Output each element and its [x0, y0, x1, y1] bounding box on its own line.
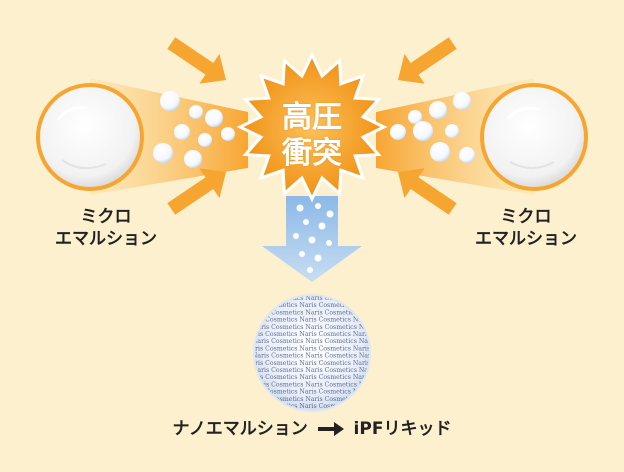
watermark-line: Naris Cosmetics Naris Cosmetics Naris Co… [252, 353, 410, 360]
watermark-line: Naris Cosmetics Naris Cosmetics Naris Co… [246, 403, 404, 410]
watermark-line: Naris Cosmetics Naris Cosmetics Naris Co… [246, 345, 404, 352]
watermark-line: Naris Cosmetics Naris Cosmetics Naris Co… [252, 396, 410, 403]
orange-arrows [167, 37, 457, 215]
nano-droplets-in-arrow [293, 203, 334, 273]
arrow-bottom-left [167, 168, 226, 215]
left-label-line-1: ミクロ [80, 207, 132, 227]
burst-line-1: 高圧 [282, 100, 342, 135]
watermark-line: Naris Cosmetics Naris Cosmetics Naris Co… [246, 360, 404, 367]
watermark-line: Naris Cosmetics Naris Cosmetics Naris Co… [252, 324, 410, 331]
caption-after: iPFリキッド [353, 419, 452, 439]
watermark-line: Naris Cosmetics Naris Cosmetics Naris Co… [252, 338, 410, 345]
arrow-bottom-right [398, 168, 457, 215]
left-droplets [153, 91, 235, 168]
watermark-line: Naris Cosmetics Naris Cosmetics Naris Co… [252, 367, 410, 374]
left-label: ミクロ エマルション [40, 206, 172, 250]
watermark-line: Naris Cosmetics Naris Cosmetics Naris Co… [252, 381, 410, 388]
caption-before: ナノエマルション [172, 419, 308, 439]
right-microemulsion-sphere [480, 83, 588, 191]
watermark-line: Naris Cosmetics Naris Cosmetics Naris Co… [246, 302, 404, 309]
burst-line-2: 衝突 [282, 136, 342, 171]
caption: ナノエマルション iPFリキッド [150, 414, 474, 439]
watermark-line: Naris Cosmetics Naris Cosmetics Naris Co… [252, 309, 410, 316]
watermark-line: Naris Cosmetics Naris Cosmetics Naris Co… [246, 331, 404, 338]
high-pressure-burst [236, 51, 388, 203]
right-arrow-icon [317, 422, 344, 436]
burst-label: 高圧 衝突 [262, 100, 362, 172]
watermark-line: Naris Cosmetics Naris Cosmetics Naris Co… [246, 389, 404, 396]
right-label-line-2: エマルション [475, 229, 577, 249]
watermark-line: Naris Cosmetics Naris Cosmetics Naris Co… [246, 374, 404, 381]
left-label-line-2: エマルション [55, 229, 157, 249]
watermark-line: Naris Cosmetics Naris Cosmetics Naris Co… [246, 317, 404, 324]
right-label-line-1: ミクロ [500, 207, 552, 227]
watermark-line: Naris Cosmetics Naris Cosmetics Naris Co… [252, 295, 410, 302]
right-label: ミクロ エマルション [460, 206, 592, 250]
watermark-text: Naris Cosmetics Naris Cosmetics Naris Co… [246, 295, 410, 410]
arrow-top-right [398, 37, 457, 84]
arrow-top-left [167, 37, 226, 84]
right-droplets [390, 92, 475, 163]
nano-emulsion-sphere: Naris Cosmetics Naris Cosmetics Naris Co… [246, 294, 410, 412]
down-arrow [262, 196, 362, 282]
left-microemulsion-sphere [36, 83, 144, 191]
